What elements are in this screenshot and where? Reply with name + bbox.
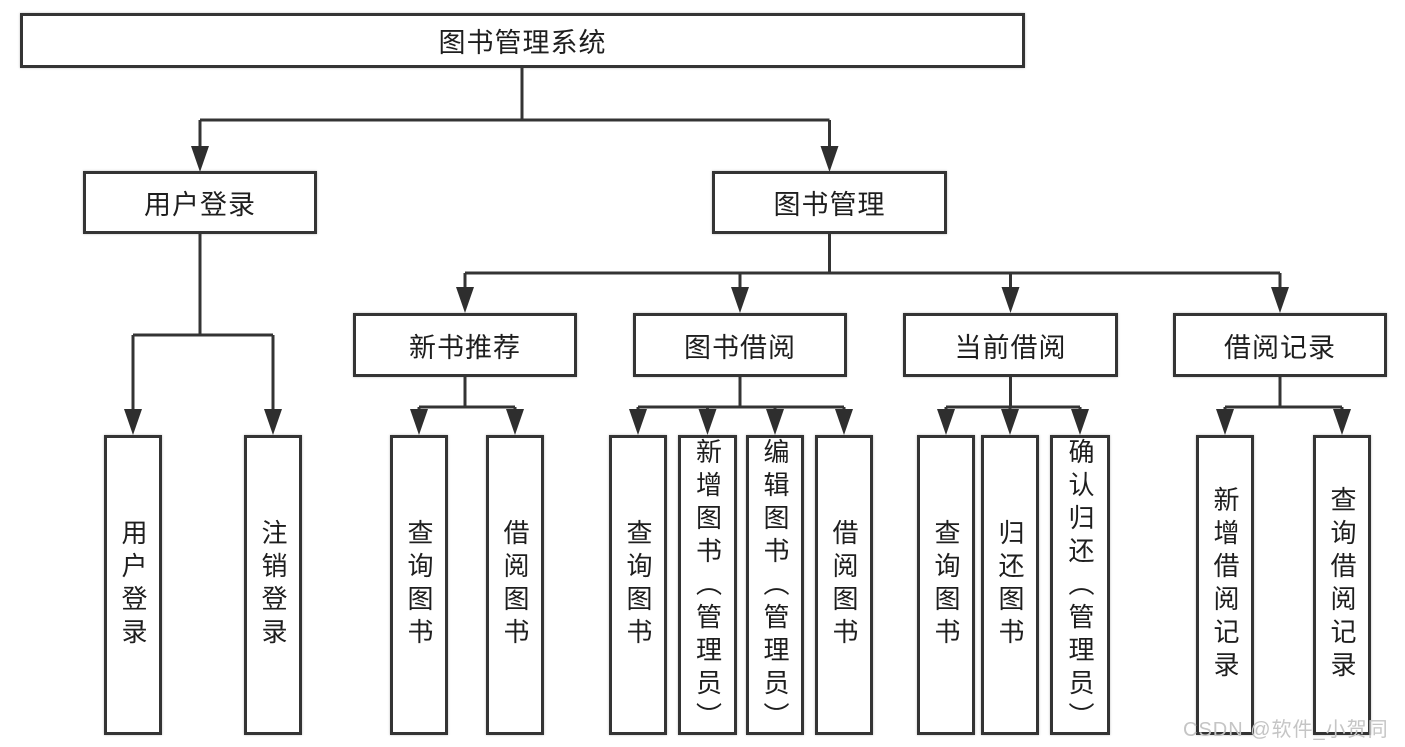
leaf-user-login: 用户登录	[104, 435, 162, 735]
arrowhead	[629, 409, 647, 435]
arrowhead	[937, 409, 955, 435]
arrowhead	[766, 409, 784, 435]
arrowhead	[410, 409, 428, 435]
arrowhead	[456, 287, 474, 313]
arrowhead	[1001, 409, 1019, 435]
connector-root-to-level1	[198, 68, 831, 162]
arrowhead	[1071, 409, 1089, 435]
leaf-logout: 注销登录	[244, 435, 302, 735]
leaf-return-books: 归还图书	[981, 435, 1039, 735]
connector-newbooks-to-leaves	[417, 377, 517, 426]
leaf-add-books-admin: 新增图书（管理员）	[678, 435, 737, 735]
leaf-borrow-books-borrowing: 借阅图书	[815, 435, 873, 735]
arrowhead	[506, 409, 524, 435]
arrowhead	[1271, 287, 1289, 313]
connector-userlogin-to-leaves	[131, 234, 275, 426]
arrowhead	[124, 409, 142, 435]
node-borrow-records: 借阅记录	[1173, 313, 1387, 377]
arrowhead	[820, 146, 839, 172]
node-new-book-recommend: 新书推荐	[353, 313, 577, 377]
leaf-borrow-books-recommend: 借阅图书	[486, 435, 544, 735]
node-root-library-system: 图书管理系统	[20, 13, 1025, 68]
leaf-add-borrow-record: 新增借阅记录	[1196, 435, 1254, 735]
leaf-query-books-current: 查询图书	[917, 435, 975, 735]
leaf-query-books-borrowing: 查询图书	[609, 435, 667, 735]
arrowhead	[191, 146, 209, 172]
arrowhead	[1333, 409, 1351, 435]
connector-bookborrow-to-leaves	[636, 377, 846, 426]
arrowhead	[731, 287, 749, 313]
node-user-login: 用户登录	[83, 171, 317, 234]
arrowhead	[264, 409, 282, 435]
leaf-query-books-recommend: 查询图书	[390, 435, 448, 735]
arrowhead	[698, 409, 717, 435]
node-current-borrowing: 当前借阅	[903, 313, 1118, 377]
arrowhead	[1001, 287, 1020, 313]
leaf-confirm-return-admin: 确认归还（管理员）	[1050, 435, 1110, 735]
leaf-edit-books-admin: 编辑图书（管理员）	[746, 435, 804, 735]
connector-bookmgmt-to-level2	[463, 234, 1282, 303]
connector-currentborrow-to-leaves	[944, 377, 1082, 426]
node-book-borrowing: 图书借阅	[633, 313, 847, 377]
connector-records-to-leaves	[1223, 377, 1344, 426]
arrowhead	[1216, 409, 1234, 435]
node-book-management: 图书管理	[712, 171, 947, 234]
leaf-query-borrow-record: 查询借阅记录	[1313, 435, 1371, 735]
watermark: CSDN @软件_小贺同学	[1183, 719, 1389, 741]
arrowhead	[835, 409, 853, 435]
